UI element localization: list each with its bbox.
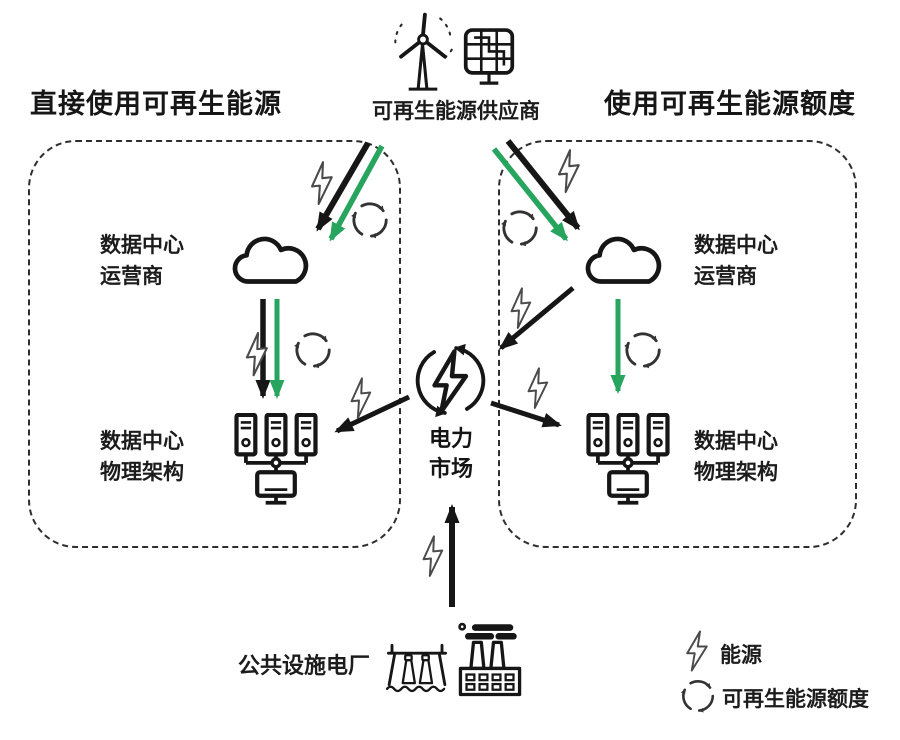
utility-label: 公共设施电厂 [238, 653, 371, 678]
server-cluster-icon [584, 413, 672, 507]
arrow-market-to-right-physical [490, 400, 562, 428]
lightning-icon [521, 365, 555, 412]
lightning-icon [239, 328, 276, 379]
cloud-icon [578, 224, 672, 292]
lightning-icon [344, 375, 378, 422]
legend-energy-label: 能源 [720, 644, 762, 667]
solar-panel-icon [462, 26, 516, 90]
legend-credit-icon [678, 676, 718, 716]
lightning-icon [416, 532, 451, 581]
legend-credits-label: 可再生能源额度 [722, 688, 869, 711]
arrow-market-to-left-physical [334, 394, 411, 434]
arrow-supplier-to-right-operator-energy [505, 139, 581, 231]
market-label: 电力 市场 [428, 426, 473, 481]
lightning-icon [304, 158, 341, 207]
renewable-credit-icon [621, 328, 665, 372]
legend-lightning-icon [682, 628, 712, 674]
legend: 能源 可再生能源额度 [676, 626, 896, 720]
renewable-credit-icon [348, 198, 392, 242]
supplier-label: 可再生能源供应商 [372, 100, 540, 123]
left-zone-title: 直接使用可再生能源 [30, 89, 282, 119]
arrow-supplier-to-left-operator-credits [328, 144, 385, 242]
right-operator-label: 数据中心 运营商 [694, 234, 778, 288]
wind-turbine-icon [385, 8, 461, 92]
electricity-market-icon [415, 343, 486, 418]
arrow-supplier-to-left-operator-energy [315, 141, 371, 232]
hydro-dam-icon [384, 636, 450, 696]
left-zone-boundary [28, 140, 401, 548]
cloud-icon [225, 224, 319, 292]
factory-icon [456, 618, 524, 698]
left-physical-label: 数据中心 物理架构 [100, 430, 184, 484]
left-operator-label: 数据中心 运营商 [100, 234, 184, 288]
lightning-icon [551, 146, 588, 195]
lightning-icon [504, 285, 538, 332]
right-physical-label: 数据中心 物理架构 [694, 430, 778, 484]
arrow-supplier-to-right-operator-credits [491, 147, 569, 242]
arrow-right-operator-to-market [498, 286, 575, 350]
server-cluster-icon [232, 413, 320, 507]
renewable-credit-icon [498, 206, 542, 250]
right-zone-title: 使用可再生能源额度 [604, 89, 856, 119]
renewable-credit-icon [291, 328, 335, 372]
